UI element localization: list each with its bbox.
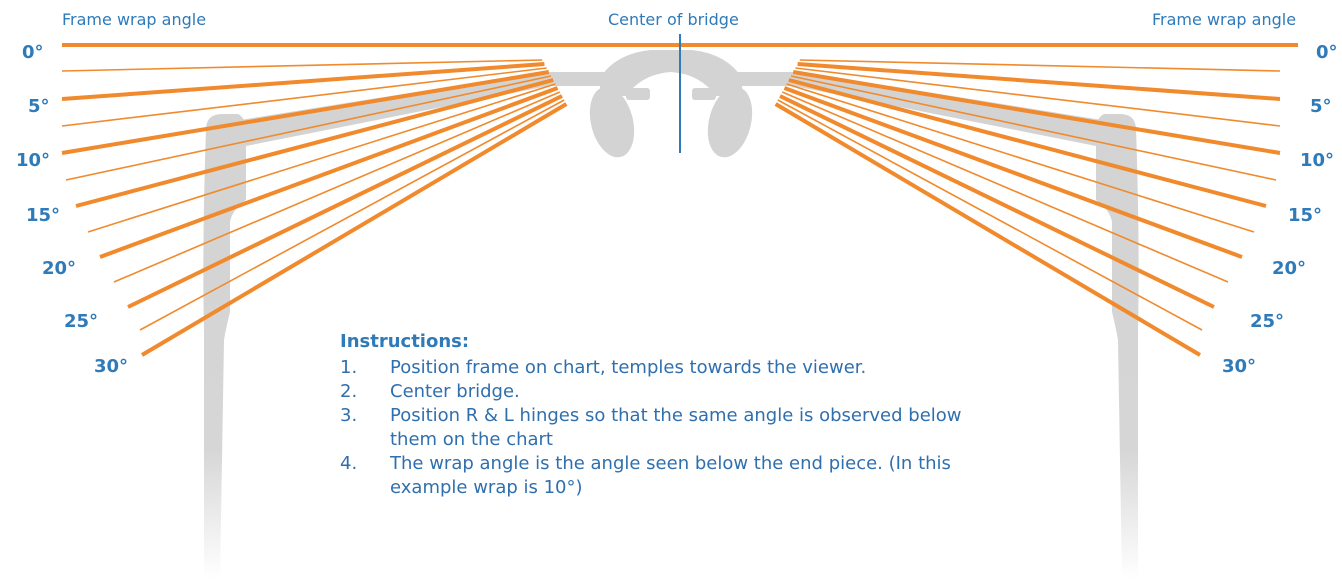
left-angle-label-10: 10° xyxy=(16,150,51,171)
nose-pad-arm-right xyxy=(692,88,716,100)
instructions-title: Instructions: xyxy=(340,331,470,352)
right-angle-line-2 xyxy=(797,62,1281,101)
right-angle-label-30: 30° xyxy=(1222,356,1257,377)
left-angle-label-15: 15° xyxy=(26,205,61,226)
right-angle-line-12 xyxy=(774,102,1202,357)
right-angle-line-11 xyxy=(777,99,1203,331)
right-angle-line-5 xyxy=(790,75,1277,181)
step-number: 3. xyxy=(340,405,358,426)
right-angle-line-4 xyxy=(792,70,1281,155)
step-text: The wrap angle is the angle seen below t… xyxy=(390,453,951,498)
instruction-step: 2. Center bridge. xyxy=(340,380,980,404)
right-temple xyxy=(1096,114,1139,579)
right-angle-line-6 xyxy=(788,78,1267,208)
left-angle-line-7 xyxy=(87,83,556,233)
left-angle-line-1 xyxy=(61,59,543,72)
left-angle-label-25: 25° xyxy=(64,311,99,332)
right-angle-label-5: 5° xyxy=(1310,96,1332,117)
right-angle-label-15: 15° xyxy=(1288,205,1323,226)
right-angle-line-1 xyxy=(799,59,1281,72)
right-angle-label-10: 10° xyxy=(1300,150,1335,171)
left-angle-line-5 xyxy=(65,75,552,181)
left-angle-label-30: 30° xyxy=(94,356,129,377)
right-angle-label-0: 0° xyxy=(1316,42,1338,63)
left-angle-line-12 xyxy=(140,102,568,357)
right-angle-line-3 xyxy=(795,67,1281,127)
left-angle-line-9 xyxy=(113,91,561,283)
left-angle-line-8 xyxy=(99,86,559,259)
nose-pad-arm-left xyxy=(626,88,650,100)
right-angle-line-10 xyxy=(779,94,1215,309)
left-angle-label-0: 0° xyxy=(22,42,44,63)
nose-pad-left xyxy=(589,86,635,158)
left-angle-lines xyxy=(61,59,568,357)
bridge-connector-left xyxy=(536,72,606,86)
right-angle-line-8 xyxy=(783,86,1243,259)
left-angle-label-5: 5° xyxy=(28,96,50,117)
left-angle-line-2 xyxy=(61,62,545,101)
left-angle-line-4 xyxy=(61,70,550,155)
right-angle-line-9 xyxy=(781,91,1229,283)
center-of-bridge-label: Center of bridge xyxy=(608,10,739,29)
left-angle-line-6 xyxy=(75,78,554,208)
step-number: 4. xyxy=(340,453,358,474)
left-angle-label-20: 20° xyxy=(42,258,77,279)
instructions-list: 1. Position frame on chart, temples towa… xyxy=(340,356,980,500)
right-angle-label-20: 20° xyxy=(1272,258,1307,279)
right-frame-wrap-angle-label: Frame wrap angle xyxy=(1152,10,1297,29)
step-text: Center bridge. xyxy=(390,381,520,402)
bridge-connector-right xyxy=(736,72,806,86)
instruction-step: 1. Position frame on chart, temples towa… xyxy=(340,356,980,380)
instructions-panel: Instructions: 1. Position frame on chart… xyxy=(340,330,980,500)
step-text: Position R & L hinges so that the same a… xyxy=(390,405,962,450)
right-angle-lines xyxy=(774,59,1281,357)
left-temple xyxy=(203,114,246,579)
nose-pad-right xyxy=(707,86,753,158)
step-text: Position frame on chart, temples towards… xyxy=(390,357,867,378)
right-angle-line-7 xyxy=(786,83,1255,233)
instruction-step: 4. The wrap angle is the angle seen belo… xyxy=(340,452,980,500)
step-number: 1. xyxy=(340,357,358,378)
right-angle-label-25: 25° xyxy=(1250,311,1285,332)
instruction-step: 3. Position R & L hinges so that the sam… xyxy=(340,404,980,452)
step-number: 2. xyxy=(340,381,358,402)
left-angle-line-3 xyxy=(61,67,547,127)
left-angle-line-11 xyxy=(139,99,565,331)
bridge xyxy=(600,50,742,96)
left-angle-line-10 xyxy=(127,94,563,309)
left-frame-wrap-angle-label: Frame wrap angle xyxy=(62,10,207,29)
